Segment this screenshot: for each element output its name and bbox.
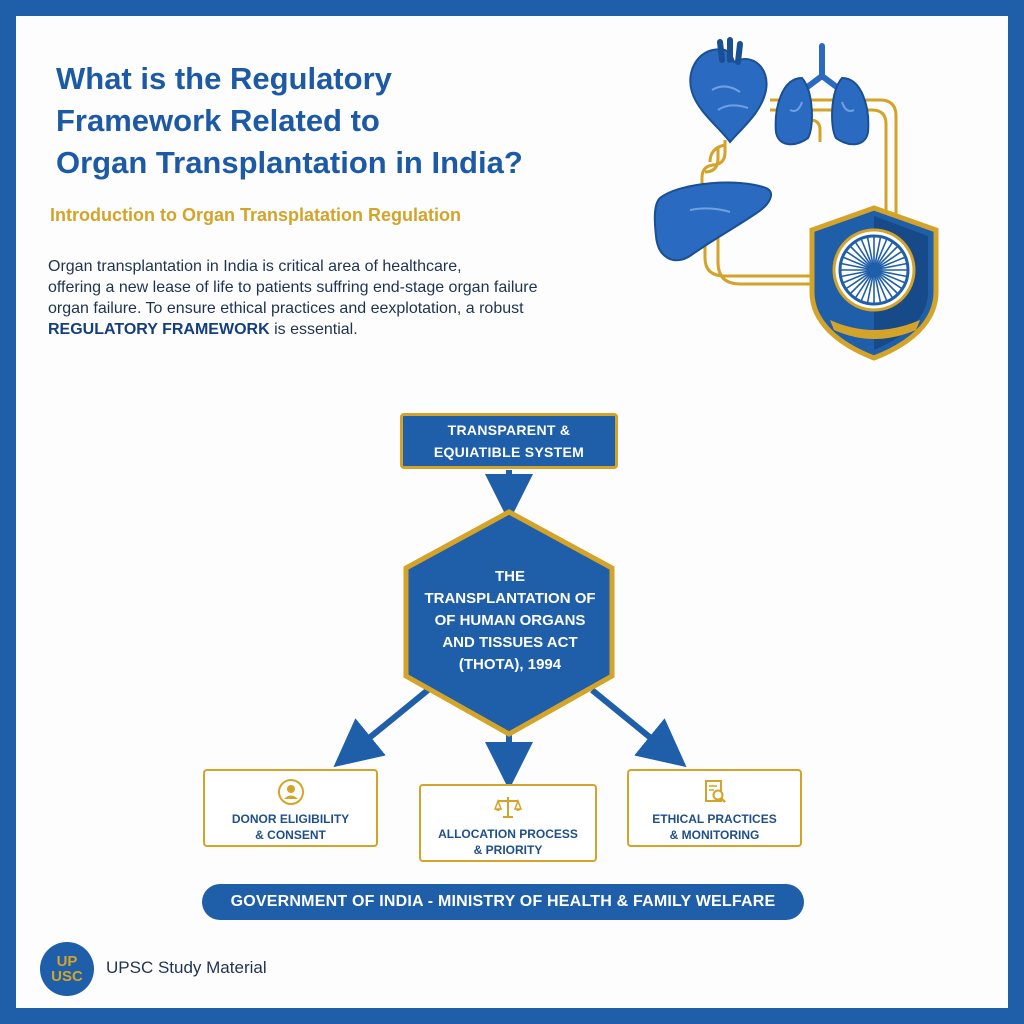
logo-caption: UPSC Study Material: [106, 958, 267, 977]
hex-line: AND TISSUES ACT: [442, 634, 578, 651]
arrow-center-to-right: [590, 687, 687, 768]
hex-line: THE: [495, 568, 525, 585]
section-subtitle: Introduction to Organ Transplatation Reg…: [50, 205, 461, 225]
hex-line: TRANSPLANTATION OF: [424, 590, 596, 607]
intro-tail: is essential.: [269, 321, 358, 338]
ministry-banner: GOVERNMENT OF INDIA - MINISTRY OF HEALTH…: [202, 884, 804, 920]
intro-emphasis: REGULATORY FRAMEWORK: [48, 321, 270, 338]
card-label: ETHICAL PRACTICES: [652, 812, 777, 826]
title-line: What is the Regulatory: [56, 61, 392, 96]
page-title: What is the Regulatory Framework Related…: [56, 58, 656, 184]
intro-line: offering a new lease of life to patients…: [48, 279, 538, 296]
card-label: DONOR ELIGIBILITY: [231, 812, 350, 826]
flow-arrows: [333, 470, 687, 790]
center-hexagon: [403, 509, 615, 737]
person-icon: [277, 779, 304, 805]
card-ethical-practices: ETHICAL PRACTICES & MONITORING: [627, 769, 802, 847]
intro-paragraph: Organ transplantation in India is critic…: [48, 256, 628, 340]
logo-line: USC: [51, 968, 83, 985]
liver-icon: [653, 181, 773, 262]
card-label: & MONITORING: [669, 828, 760, 842]
upsc-logo: UP USC: [40, 942, 94, 996]
top-box-line: TRANSPARENT &: [447, 422, 571, 438]
lungs-icon: [774, 43, 870, 146]
arrow-center-to-left: [333, 687, 430, 768]
card-allocation-process: ALLOCATION PROCESS & PRIORITY: [419, 784, 597, 862]
hex-line: OF HUMAN ORGANS: [434, 612, 586, 629]
document-search-icon: [704, 780, 726, 803]
title-line: Framework Related to: [56, 103, 380, 138]
hex-line: (THOTA), 1994: [458, 656, 562, 673]
title-line: Organ Transplantation in India?: [56, 145, 523, 180]
intro-line-last: REGULATORY FRAMEWORK is essential.: [48, 319, 628, 340]
ashoka-chakra-icon: [832, 228, 916, 312]
card-donor-eligibility: DONOR ELIGIBILITY & CONSENT: [203, 769, 378, 847]
scales-icon: [493, 797, 523, 818]
heart-icon: [689, 37, 768, 144]
transparent-system-box: TRANSPARENT & EQUIATIBLE SYSTEM: [400, 413, 618, 469]
intro-line: Organ transplantation in India is critic…: [48, 258, 462, 275]
organ-illustration: [653, 37, 939, 361]
top-box-line: EQUIATIBLE SYSTEM: [433, 444, 585, 460]
thota-act-label: THE TRANSPLANTATION OF OF HUMAN ORGANS A…: [410, 566, 610, 676]
card-label: & CONSENT: [255, 828, 326, 842]
card-label: ALLOCATION PROCESS: [438, 827, 578, 841]
logo-line: UP: [56, 953, 78, 970]
intro-line: organ failure. To ensure ethical practic…: [48, 300, 524, 317]
card-label: & PRIORITY: [473, 843, 543, 857]
